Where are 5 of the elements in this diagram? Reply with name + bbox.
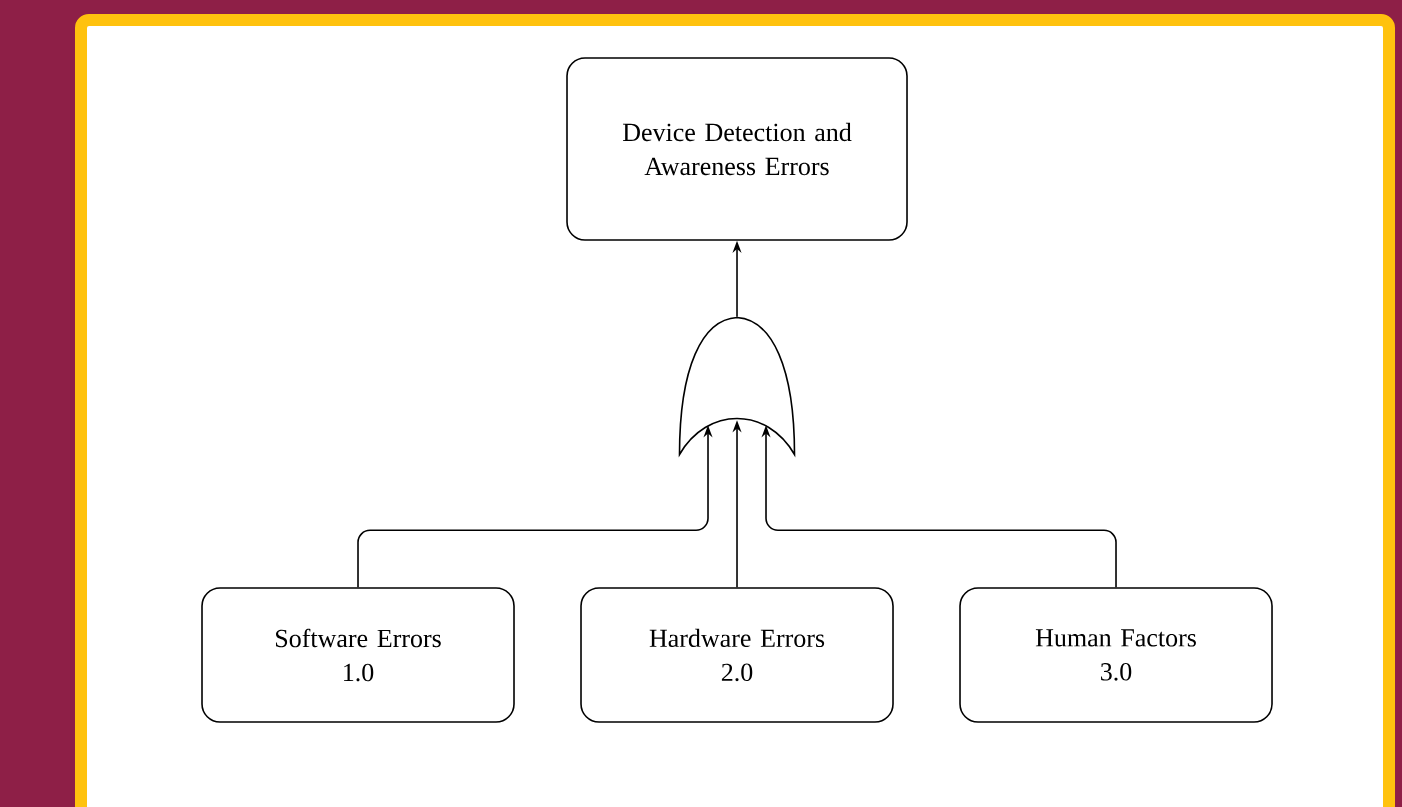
process-box: Device Detection and Awareness Errors (566, 57, 908, 241)
process-box: Human Factors 3.0 (959, 587, 1273, 723)
process-box: Software Errors 1.0 (201, 587, 515, 723)
process-box: Hardware Errors 2.0 (580, 587, 894, 723)
or-gate (678, 316, 796, 456)
